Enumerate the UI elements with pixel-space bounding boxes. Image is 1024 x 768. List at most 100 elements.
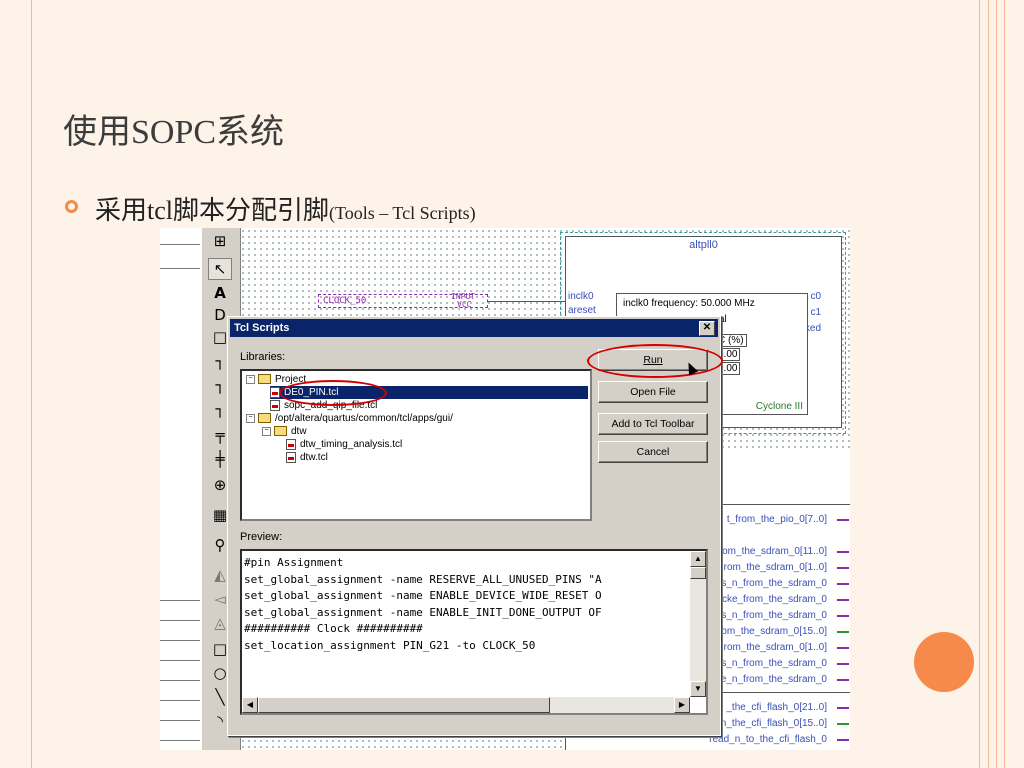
c0-port: c0 (810, 291, 821, 302)
scroll-down-icon[interactable]: ▼ (690, 681, 706, 697)
preview-line: set_location_assignment PIN_G21 -to CLOC… (244, 638, 536, 652)
selection-tool-icon[interactable]: ↖ (208, 258, 232, 280)
orthogonal-bus-icon[interactable]: ┐ (215, 376, 225, 394)
scroll-left-icon[interactable]: ◀ (242, 697, 258, 713)
clock-wire (488, 301, 566, 302)
slide-left-frame (0, 0, 32, 768)
tree-item-dtw-timing[interactable]: dtw_timing_analysis.tcl (286, 438, 402, 451)
open-file-button-label: Open File (630, 386, 676, 398)
add-toolbar-button-label: Add to Tcl Toolbar (611, 418, 695, 430)
output-port-2: rom_the_sdram_0[1..0] (723, 562, 827, 573)
preview-label: Preview: (240, 531, 283, 543)
tree-item-label: Project (275, 374, 307, 385)
tree-item-dtw-tcl[interactable]: dtw.tcl (286, 451, 328, 464)
tree-item-label: dtw (291, 426, 307, 437)
find-icon[interactable]: ⚲ (214, 536, 226, 554)
tcl-file-icon (286, 451, 296, 463)
dialog-title: Tcl Scripts (234, 322, 290, 334)
input-label: INPUT (451, 292, 476, 301)
output-port-3: s_n_from_the_sdram_0 (721, 578, 827, 589)
bullet-text: 采用tcl脚本分配引脚(Tools – Tcl Scripts) (95, 190, 476, 227)
preview-line: set_global_assignment -name ENABLE_INIT_… (244, 605, 602, 619)
highlight-oval-run (587, 344, 723, 378)
tree-item-label: dtw.tcl (300, 452, 328, 463)
symbol-tool-icon[interactable]: ⊞ (213, 232, 227, 250)
block-tool-icon[interactable]: □ (212, 328, 228, 346)
output-port-10: _the_cfi_flash_0[21..0] (726, 702, 827, 713)
output-port-7: rom_the_sdram_0[1..0] (723, 642, 827, 653)
tree-item-dtw[interactable]: − dtw (262, 425, 307, 438)
inclk-frequency-text: inclk0 frequency: 50.000 MHz (623, 298, 755, 309)
conduit-line-icon[interactable]: ┐ (215, 400, 225, 418)
output-port-5: s_n_from_the_sdram_0 (721, 610, 827, 621)
output-port-9: e_n_from_the_sdram_0 (720, 674, 827, 685)
cancel-button[interactable]: Cancel (598, 441, 708, 463)
preview-code: #pin Assignment set_global_assignment -na… (244, 555, 690, 693)
preview-vertical-scrollbar[interactable]: ▲ ▼ (690, 551, 706, 697)
output-port-11: data_to_and_from_the_cfi_flash_0[15..0] (645, 718, 827, 729)
folder-icon (258, 413, 271, 424)
device-label: Cyclone III (755, 401, 803, 412)
output-port-6: om_the_sdram_0[15..0] (721, 626, 827, 637)
scroll-up-icon[interactable]: ▲ (690, 551, 706, 567)
collapse-icon[interactable]: − (246, 374, 255, 384)
output-port-12: read_n_to_the_cfi_flash_0 (709, 734, 827, 745)
flip-horizontal-icon[interactable]: ◭ (214, 566, 226, 584)
preview-line: #pin Assignment (244, 556, 344, 569)
preview-line: set_global_assignment -name RESERVE_ALL_… (244, 572, 602, 586)
tree-item-label: /opt/altera/quartus/common/tcl/apps/gui/ (275, 413, 453, 424)
inclk0-port: inclk0 (568, 291, 594, 302)
output-port-8: s_n_from_the_sdram_0 (721, 658, 827, 669)
tree-item-label: dtw_timing_analysis.tcl (300, 439, 403, 450)
preview-horizontal-scrollbar[interactable]: ◀ ▶ (242, 697, 690, 713)
vcc-label: VCC (457, 300, 472, 309)
preview-line: ########## Clock ########## (244, 622, 423, 635)
output-port-1: om_the_sdram_0[11..0] (722, 546, 827, 557)
output-port-0: t_from_the_pio_0[7..0] (726, 514, 827, 525)
clock-pin-label: CLOCK_50 (323, 296, 367, 306)
bullet-sub-text: (Tools – Tcl Scripts) (329, 203, 476, 223)
rubberbanding-icon[interactable]: ╪ (215, 450, 225, 468)
tcl-scripts-dialog: Tcl Scripts ✕ Libraries: −Project DE0_PI… (227, 316, 721, 736)
script-preview[interactable]: #pin Assignment set_global_assignment -na… (240, 549, 708, 715)
orthogonal-node-icon[interactable]: ┐ (215, 352, 225, 370)
preview-line: set_global_assignment -name ENABLE_DEVIC… (244, 589, 602, 602)
tcl-file-icon (286, 438, 296, 450)
line-tool-icon[interactable]: ╲ (215, 688, 225, 706)
c1-port: c1 (810, 307, 821, 318)
libraries-label: Libraries: (240, 351, 286, 363)
close-icon[interactable]: ✕ (699, 321, 715, 336)
areset-port: areset (568, 305, 596, 316)
flip-vertical-icon[interactable]: ◅ (214, 590, 226, 608)
arc-tool-icon[interactable]: ◝ (217, 712, 223, 730)
slide-title: 使用SOPC系统 (63, 114, 285, 151)
cancel-button-label: Cancel (636, 446, 670, 458)
folder-icon (258, 374, 271, 385)
folder-icon (274, 426, 287, 437)
scroll-thumb[interactable] (690, 567, 706, 579)
operation-mode-text: al (719, 314, 727, 325)
fullscreen-icon[interactable]: ▦ (212, 506, 228, 524)
add-to-tcl-toolbar-button[interactable]: Add to Tcl Toolbar (598, 413, 708, 435)
partial-line-select-icon[interactable]: ╤ (215, 426, 225, 444)
symbol-insert-icon[interactable]: D (214, 306, 226, 324)
oval-tool-icon[interactable]: ○ (213, 664, 227, 682)
scroll-right-icon[interactable]: ▶ (674, 697, 690, 713)
tree-item-quartus-gui[interactable]: − /opt/altera/quartus/common/tcl/apps/gui… (246, 412, 453, 425)
open-file-button[interactable]: Open File (598, 381, 708, 403)
zoom-tool-icon[interactable]: ⊕ (213, 476, 227, 494)
tree-item-project[interactable]: − Project (246, 373, 306, 386)
decorative-circle (914, 632, 974, 692)
bullet-main-text: 采用tcl脚本分配引脚 (95, 196, 329, 225)
collapse-icon[interactable]: − (262, 426, 271, 436)
bullet-icon (65, 200, 78, 213)
dialog-title-bar[interactable]: Tcl Scripts ✕ (230, 319, 718, 337)
text-tool-icon[interactable]: A (214, 284, 226, 302)
scroll-thumb[interactable] (258, 697, 550, 713)
rotate-icon[interactable]: ◬ (214, 614, 226, 632)
rectangle-tool-icon[interactable]: □ (212, 640, 228, 658)
clock-input-pin[interactable]: CLOCK_50 INPUT VCC (318, 292, 488, 309)
left-panel-edge (160, 228, 202, 750)
collapse-icon[interactable]: − (246, 413, 255, 423)
altpll-title: altpll0 (689, 239, 718, 251)
